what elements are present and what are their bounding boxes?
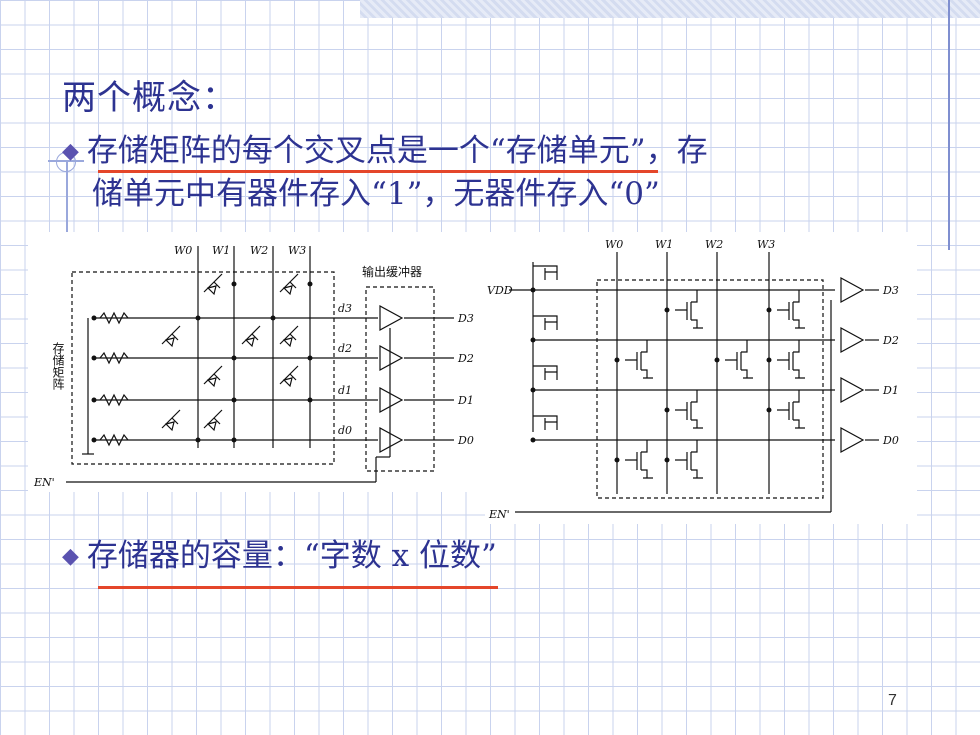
left-decor-rule <box>66 160 68 245</box>
output-label: D3 <box>457 312 474 325</box>
output-label: D1 <box>457 394 474 407</box>
circle-decoration <box>56 152 76 172</box>
data-line-label: d0 <box>338 424 352 437</box>
mos-rom-diagram: W0 W1 W2 W3 D3 D2 D1 D0 VDD EN' <box>485 232 917 524</box>
buffer-label: 输出缓冲器 <box>362 264 422 279</box>
output-label: D3 <box>882 284 899 297</box>
data-line-label: d1 <box>338 384 352 397</box>
output-label: D2 <box>882 334 899 347</box>
word-line-label: W1 <box>655 238 673 251</box>
highlight-underline <box>98 170 658 173</box>
page-number: 7 <box>888 692 897 709</box>
word-line-label: W0 <box>174 244 192 257</box>
word-line-label: W1 <box>212 244 230 257</box>
data-line-label: d2 <box>338 342 352 355</box>
bullet1-line2: 储单元中有器件存入“1”，无器件存入“0” <box>92 176 660 212</box>
word-line-label: W3 <box>288 244 306 257</box>
output-label: D1 <box>882 384 899 397</box>
bullet2-text: 存储器的容量：“字数 x 位数” <box>86 538 497 574</box>
slide-title: 两个概念： <box>62 78 237 118</box>
supply-label: VDD <box>487 284 513 297</box>
bullet-storage-cell: ◆ 存储矩阵的每个交叉点是一个“存储单元”，存 储单元中有器件存入“1”，无器件存… <box>62 130 922 215</box>
output-label: D0 <box>882 434 899 447</box>
bullet1-line1: 存储矩阵的每个交叉点是一个“存储单元”，存 <box>86 133 708 169</box>
right-decor-rule <box>948 0 950 250</box>
word-line-label: W0 <box>605 238 623 251</box>
word-line-label: W2 <box>250 244 268 257</box>
enable-label: EN' <box>33 476 55 489</box>
output-label: D2 <box>457 352 474 365</box>
enable-label: EN' <box>488 508 510 521</box>
data-line-label: d3 <box>338 302 352 315</box>
cross-decoration <box>48 160 84 162</box>
diode-rom-svg: W0 W1 W2 W3 d3 d2 d1 d0 D3 D2 D1 D0 输出缓冲… <box>33 244 474 489</box>
word-line-label: W3 <box>757 238 775 251</box>
diamond-bullet-icon: ◆ <box>62 139 79 164</box>
bullet-capacity: ◆ 存储器的容量：“字数 x 位数” <box>62 535 497 578</box>
word-line-label: W2 <box>705 238 723 251</box>
matrix-label: 存储矩阵 <box>51 342 65 391</box>
output-label: D0 <box>457 434 474 447</box>
highlight-underline <box>98 586 498 589</box>
diamond-bullet-icon: ◆ <box>62 544 79 569</box>
header-decoration <box>360 0 980 18</box>
diode-rom-diagram: W0 W1 W2 W3 d3 d2 d1 d0 D3 D2 D1 D0 输出缓冲… <box>28 232 490 492</box>
mos-rom-svg: W0 W1 W2 W3 D3 D2 D1 D0 VDD EN' <box>487 238 899 521</box>
